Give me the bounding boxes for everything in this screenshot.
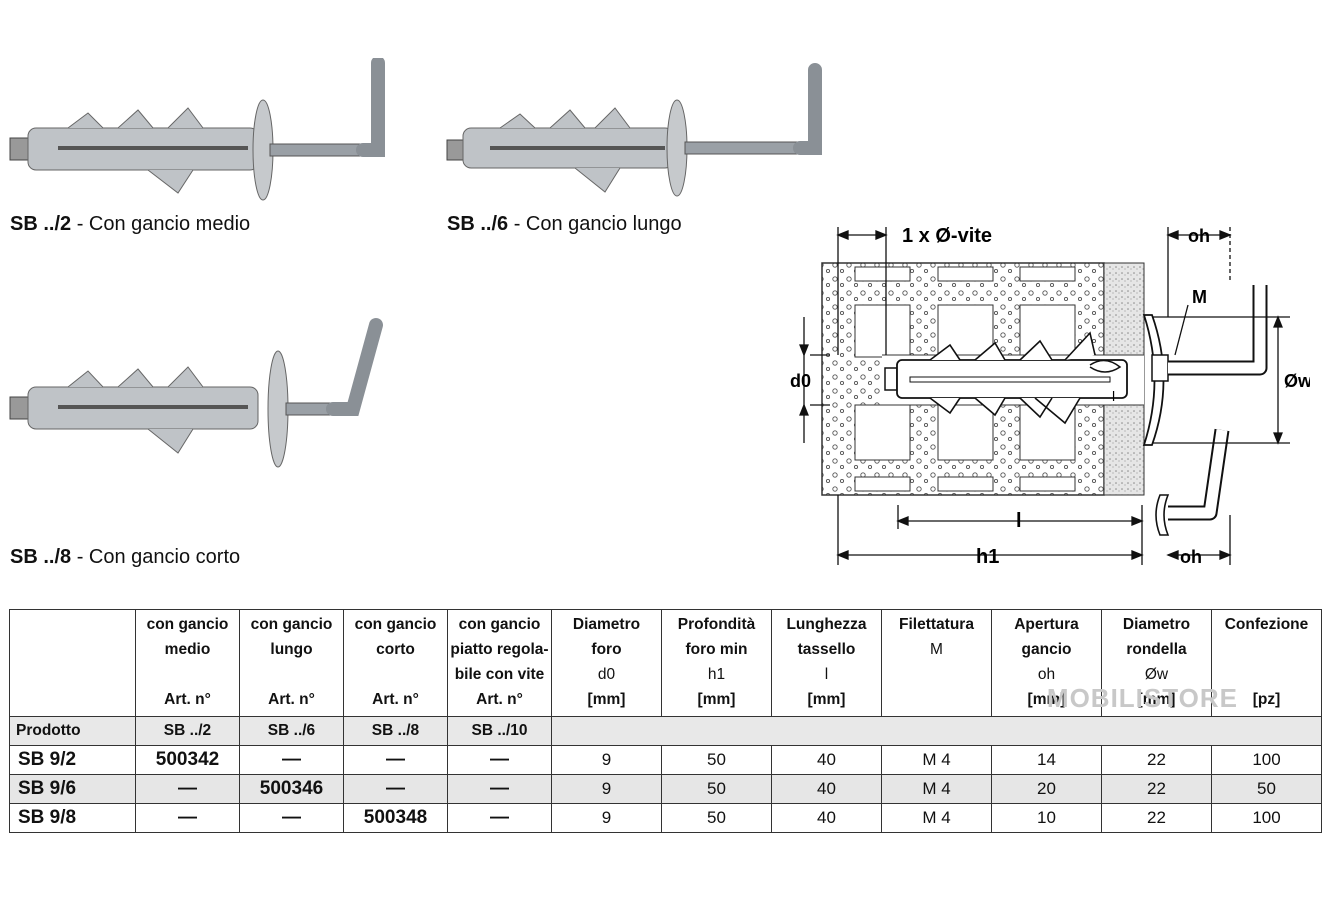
row-hole-diameter: 9: [551, 745, 662, 775]
row-package: 100: [1211, 745, 1322, 775]
watermark-logo: MOBILISTORE: [1046, 683, 1238, 713]
product-image-sb2: [8, 58, 388, 208]
product-image-sb8: [8, 315, 388, 475]
row-anchor-length: 40: [771, 803, 882, 833]
row-washer-diameter: 22: [1101, 745, 1212, 775]
row-product: SB 9/6: [9, 774, 136, 804]
product-image-sb6: [445, 62, 825, 202]
header-empty: [9, 609, 136, 717]
subheader-fill: [551, 716, 1322, 746]
row-art-flat: —: [447, 774, 552, 804]
row-product: SB 9/2: [9, 745, 136, 775]
table-row: SB 9/2 500342 — — — 9 50 40 M 4 14 22 10…: [9, 745, 1322, 775]
subheader-sb2: SB ../2: [135, 716, 240, 746]
label-anchor-length: l: [1016, 510, 1022, 532]
row-art-medium: 500342: [135, 745, 240, 775]
row-art-long: —: [239, 745, 344, 775]
label-anchor-length-inner: l: [1112, 388, 1115, 404]
row-hole-depth: 50: [661, 745, 772, 775]
row-product: SB 9/8: [9, 803, 136, 833]
label-oh-top: oh: [1188, 226, 1210, 246]
row-washer-diameter: 22: [1101, 803, 1212, 833]
subheader-sb8: SB ../8: [343, 716, 448, 746]
label-screw-diameter: 1 x Ø-vite: [902, 225, 992, 247]
row-thread: M 4: [881, 803, 992, 833]
row-art-short: —: [343, 745, 448, 775]
subheader-product: Prodotto: [9, 716, 136, 746]
table-row: SB 9/8 — — 500348 — 9 50 40 M 4 10 22 10…: [9, 803, 1322, 833]
row-hook-opening: 14: [991, 745, 1102, 775]
label-washer-diameter: Øw: [1284, 371, 1310, 391]
caption-sb8: SB ../8 - Con gancio corto: [10, 546, 241, 568]
row-art-short: —: [343, 774, 448, 804]
row-art-medium: —: [135, 803, 240, 833]
caption-sb2: SB ../2 - Con gancio medio: [10, 213, 251, 235]
label-thread-m: M: [1192, 287, 1207, 307]
label-oh-bottom: oh: [1180, 547, 1202, 567]
installation-diagram: 1 x Ø-vite oh M d0 Øw l l h1 oh: [790, 205, 1313, 580]
subheader-sb6: SB ../6: [239, 716, 344, 746]
row-hook-opening: 20: [991, 774, 1102, 804]
caption-sb6: SB ../6 - Con gancio lungo: [447, 213, 682, 235]
subheader-sb10: SB ../10: [447, 716, 552, 746]
row-thread: M 4: [881, 774, 992, 804]
row-hole-depth: 50: [661, 803, 772, 833]
label-h1: h1: [976, 546, 999, 568]
row-thread: M 4: [881, 745, 992, 775]
row-art-long: 500346: [239, 774, 344, 804]
row-art-medium: —: [135, 774, 240, 804]
table-row: SB 9/6 — 500346 — — 9 50 40 M 4 20 22 50: [9, 774, 1322, 804]
label-d0: d0: [790, 371, 811, 391]
row-anchor-length: 40: [771, 774, 882, 804]
row-art-flat: —: [447, 745, 552, 775]
row-package: 50: [1211, 774, 1322, 804]
row-package: 100: [1211, 803, 1322, 833]
row-hole-depth: 50: [661, 774, 772, 804]
row-art-flat: —: [447, 803, 552, 833]
row-art-long: —: [239, 803, 344, 833]
row-art-short: 500348: [343, 803, 448, 833]
row-hole-diameter: 9: [551, 774, 662, 804]
row-hole-diameter: 9: [551, 803, 662, 833]
table-subheader-row: Prodotto SB ../2 SB ../6 SB ../8 SB ../1…: [9, 716, 1322, 746]
row-washer-diameter: 22: [1101, 774, 1212, 804]
row-anchor-length: 40: [771, 745, 882, 775]
row-hook-opening: 10: [991, 803, 1102, 833]
header-package: Confezione[pz]: [1211, 609, 1322, 717]
